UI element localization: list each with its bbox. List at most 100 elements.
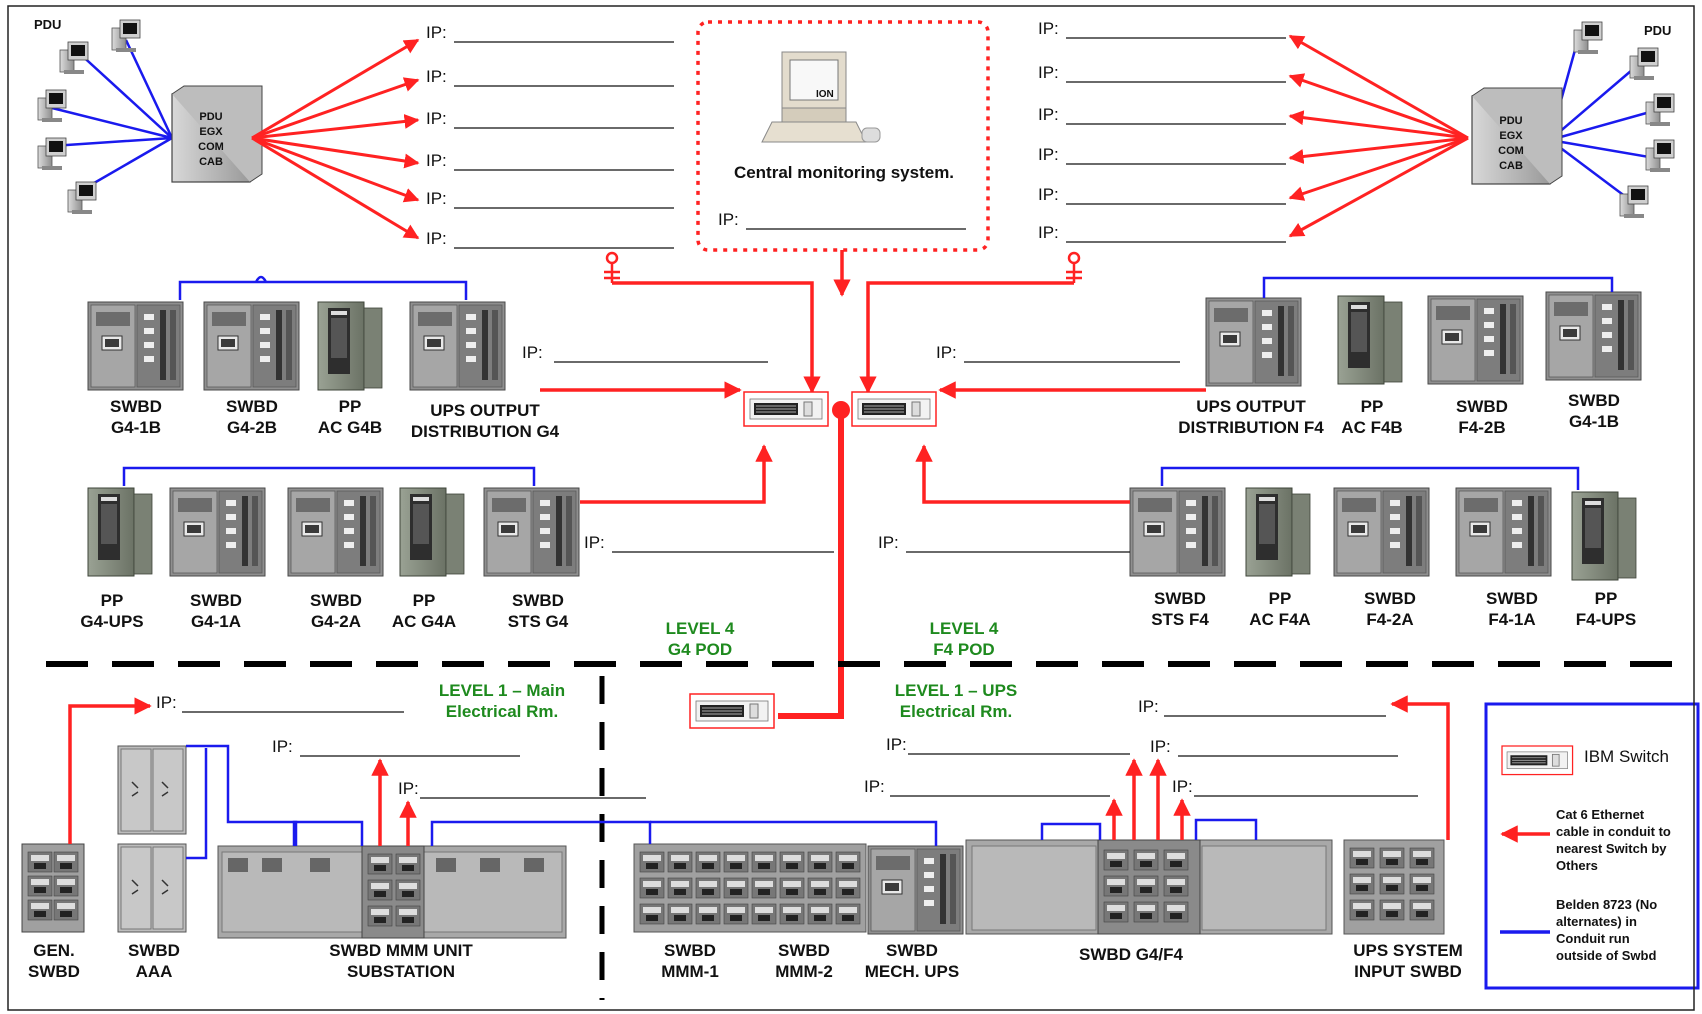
- legend-switch-icon: [1501, 745, 1574, 776]
- pc-icon: [1629, 47, 1659, 81]
- pc-icon: [1645, 139, 1675, 173]
- pc-icon: [59, 41, 89, 75]
- ip-underlines-top: [454, 37, 1286, 249]
- ip-label: IP:: [426, 67, 447, 86]
- ip-label: IP:: [426, 109, 447, 128]
- ip-label: IP:: [1038, 185, 1059, 204]
- swbd-mmm-1-2: [633, 843, 867, 933]
- ip-label: IP:: [156, 693, 177, 712]
- swbd-sts-f4-cabinet: [1129, 487, 1226, 577]
- pp-ac-g4b-cabinet: [317, 301, 383, 391]
- ip-label: IP:: [718, 210, 739, 229]
- ip-label: IP:: [886, 735, 907, 754]
- swbd-g4-1b-right-cabinet: [1545, 291, 1642, 381]
- ip-label: IP:: [936, 343, 957, 362]
- belden-cable: [1160, 466, 1580, 490]
- pp-g4-ups-cabinet: [87, 487, 153, 577]
- pdu-left-ethernet-fan: [251, 38, 420, 240]
- ip-label: IP:: [522, 343, 543, 362]
- equip-label-gen-swbd: GEN.SWBD: [28, 941, 80, 981]
- ip-label: IP:: [426, 151, 447, 170]
- pdu-right-cluster: [1471, 21, 1675, 219]
- ibm-switch-f4: [851, 391, 937, 427]
- ethernet-trunk-top: [612, 250, 1074, 394]
- swbd-aaa-lower: [117, 843, 187, 933]
- swbd-g4-1b-cabinet: [87, 301, 184, 391]
- ip-label: IP:: [878, 533, 899, 552]
- ip-label: IP:: [426, 189, 447, 208]
- ethernet-level1: [68, 695, 1450, 846]
- swbd-aaa-upper: [117, 745, 187, 835]
- ip-underlines-level1: [182, 711, 1418, 799]
- pp-ac-f4b-cabinet: [1337, 295, 1403, 385]
- swbd-mmm-substation: [217, 845, 567, 939]
- pp-ac-g4a-cabinet: [399, 487, 465, 577]
- belden-cable: [178, 275, 468, 300]
- swbd-f4-1a-cabinet: [1455, 487, 1552, 577]
- ups-output-distribution-g4-cabinet: [409, 301, 506, 391]
- belden-cable: [1262, 276, 1614, 298]
- ip-underlines-mid: [554, 361, 1180, 553]
- ip-label: IP:: [1038, 19, 1059, 38]
- ip-label: IP:: [1138, 697, 1159, 716]
- ups-system-input-swbd: [1343, 839, 1445, 935]
- belden-cable-level1: [186, 744, 1258, 860]
- pc-icon: [37, 89, 67, 123]
- swbd-g4-1a-cabinet: [169, 487, 266, 577]
- pc-icon: [1645, 93, 1675, 127]
- central-monitoring-label: Central monitoring system.: [733, 163, 955, 182]
- ibm-switch-level1: [689, 693, 775, 729]
- ip-label: IP:: [398, 779, 419, 798]
- swbd-g4-2b-cabinet: [203, 301, 300, 391]
- equip-label-swbd-g4-f4: SWBD G4/F4: [1079, 945, 1183, 964]
- ibm-switch-g4: [743, 391, 829, 427]
- swbd-g4-f4: [965, 839, 1333, 935]
- pc-icon: [37, 137, 67, 171]
- legend-switch-label: IBM Switch: [1584, 747, 1670, 766]
- ip-label: IP:: [1038, 63, 1059, 82]
- ip-label: IP:: [1172, 777, 1193, 796]
- pdu-right-label: PDU: [1644, 23, 1672, 38]
- page-frame: [7, 5, 1695, 1011]
- pdu-left-cluster: [37, 19, 263, 215]
- gen-swbd: [21, 843, 85, 933]
- belden-cable: [122, 466, 536, 486]
- pc-icon: [1573, 21, 1603, 55]
- pp-ac-f4a-cabinet: [1245, 487, 1311, 577]
- ip-label: IP:: [426, 23, 447, 42]
- pdu-right-ethernet-fan: [1288, 34, 1469, 238]
- ip-label: IP:: [584, 533, 605, 552]
- pc-icon: [67, 181, 97, 215]
- ip-label: IP:: [864, 777, 885, 796]
- conduit-connector-icon: [604, 251, 1082, 283]
- swbd-g4-2a-cabinet: [287, 487, 384, 577]
- swbd-sts-g4-cabinet: [483, 487, 580, 577]
- ip-label: IP:: [1038, 145, 1059, 164]
- pc-icon: [1619, 185, 1649, 219]
- ip-label: IP:: [1150, 737, 1171, 756]
